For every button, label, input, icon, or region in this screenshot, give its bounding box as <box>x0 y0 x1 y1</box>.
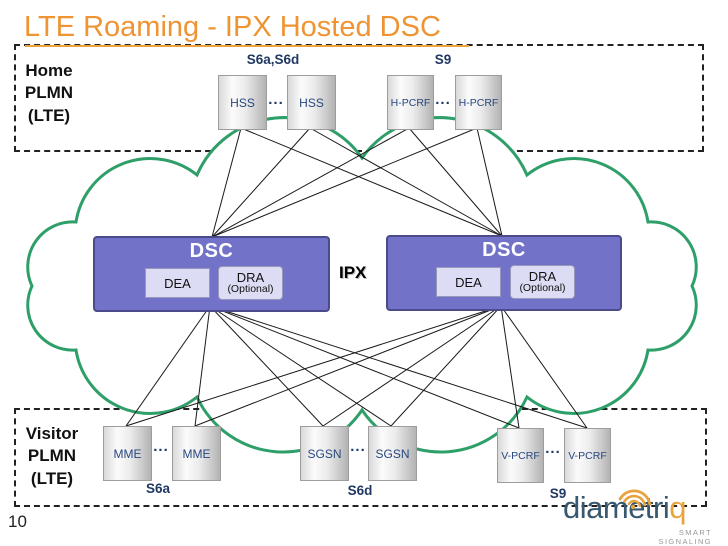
signal-icon <box>618 489 652 510</box>
logo-tagline: SMART SIGNALING <box>658 528 712 546</box>
page-number: 10 <box>8 512 27 531</box>
ellipsis-hss: ... <box>268 91 284 108</box>
node-v-pcrf-2: V-PCRF <box>564 428 611 483</box>
logo-text-accent: q <box>669 490 687 525</box>
ellipsis-sgsn: ... <box>350 438 366 455</box>
dsc-box-right: DSC DEA DRA (Optional) <box>386 235 622 311</box>
logo-diametriq: diametriq <box>563 490 687 526</box>
node-sgsn-2: SGSN <box>368 426 417 481</box>
dra-box-right: DRA (Optional) <box>510 265 575 299</box>
dsc-box-left: DSC DEA DRA (Optional) <box>93 236 330 312</box>
node-sgsn-1: SGSN <box>300 426 349 481</box>
ellipsis-h-pcrf: ... <box>435 91 451 108</box>
node-h-pcrf-2: H-PCRF <box>455 75 502 130</box>
dra-optional-note: (Optional) <box>519 282 566 295</box>
home-plmn-label: Home PLMN (LTE) <box>24 61 74 125</box>
visitor-plmn-label: Visitor PLMN (LTE) <box>25 424 79 488</box>
iface-label-s9-bottom: S9 <box>549 486 567 501</box>
dra-label: DRA <box>528 268 557 284</box>
dea-box-right: DEA <box>436 267 501 297</box>
node-hss-1: HSS <box>218 75 267 130</box>
node-h-pcrf-1: H-PCRF <box>387 75 434 130</box>
title-underline <box>25 45 469 47</box>
dea-box-left: DEA <box>145 268 210 298</box>
dra-optional-note: (Optional) <box>227 283 274 296</box>
iface-label-s6d: S6d <box>347 483 373 498</box>
cloud-icon <box>26 116 698 454</box>
page-title: LTE Roaming - IPX Hosted DSC <box>24 11 441 43</box>
dra-box-left: DRA (Optional) <box>218 266 283 300</box>
logo-text-main: diametri <box>563 490 670 525</box>
node-hss-2: HSS <box>287 75 336 130</box>
dsc-right-title: DSC <box>482 239 526 261</box>
ipx-label: IPX <box>339 263 367 282</box>
iface-label-s9-top: S9 <box>434 52 452 67</box>
dsc-left-title: DSC <box>189 240 234 262</box>
iface-label-s6a: S6a <box>145 481 171 496</box>
ellipsis-v-pcrf: ... <box>545 440 561 457</box>
ellipsis-mme: ... <box>153 438 169 455</box>
connection-lines <box>125 127 588 429</box>
iface-label-s6a-s6d: S6a,S6d <box>246 52 300 67</box>
node-v-pcrf-1: V-PCRF <box>497 428 544 483</box>
node-mme-2: MME <box>172 426 221 481</box>
node-mme-1: MME <box>103 426 152 481</box>
dra-label: DRA <box>236 269 265 285</box>
